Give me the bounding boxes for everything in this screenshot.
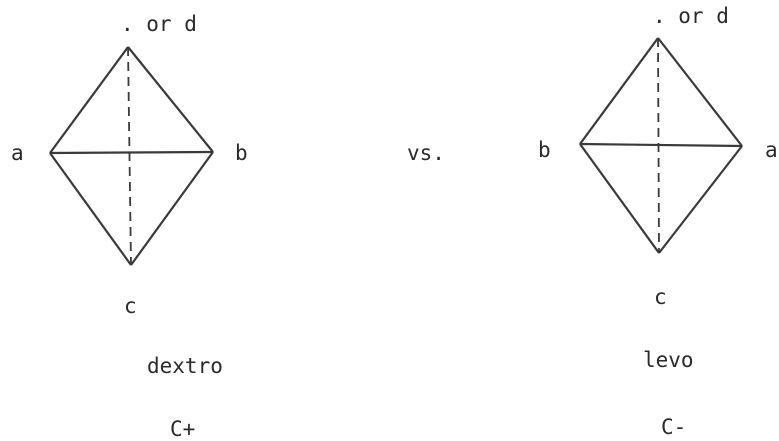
right-sign: C- (661, 415, 687, 439)
left-edge-top-a (49, 46, 129, 154)
right-vertex-label-bottom: c (654, 285, 667, 309)
left-edge-b-c (130, 151, 214, 266)
right-edge-top-a (657, 37, 743, 147)
right-diamond (579, 37, 743, 254)
right-edge-b-a (579, 142, 743, 148)
left-edge-a-b (49, 150, 214, 155)
left-top-label: . or d (121, 12, 197, 36)
right-vertex-label-right: a (765, 138, 778, 162)
left-caption: dextro (147, 354, 223, 378)
left-vertex-label-right: b (235, 141, 248, 165)
left-edge-top-c-dashed (127, 46, 132, 266)
left-vertex-label-bottom: c (124, 294, 137, 318)
vs-label: vs. (407, 141, 445, 165)
right-vertex-label-left: b (538, 138, 551, 162)
left-diamond (49, 46, 214, 266)
right-edge-top-c-dashed (657, 37, 660, 254)
right-edge-b-c (579, 143, 660, 254)
left-edge-top-b (127, 46, 214, 153)
right-edge-a-c (658, 145, 743, 254)
right-caption: levo (643, 348, 694, 372)
right-top-label: . or d (653, 4, 729, 28)
left-edge-a-c (49, 152, 132, 266)
left-sign: C+ (170, 417, 196, 441)
right-edge-top-b (579, 37, 659, 145)
left-vertex-label-left: a (11, 141, 24, 165)
